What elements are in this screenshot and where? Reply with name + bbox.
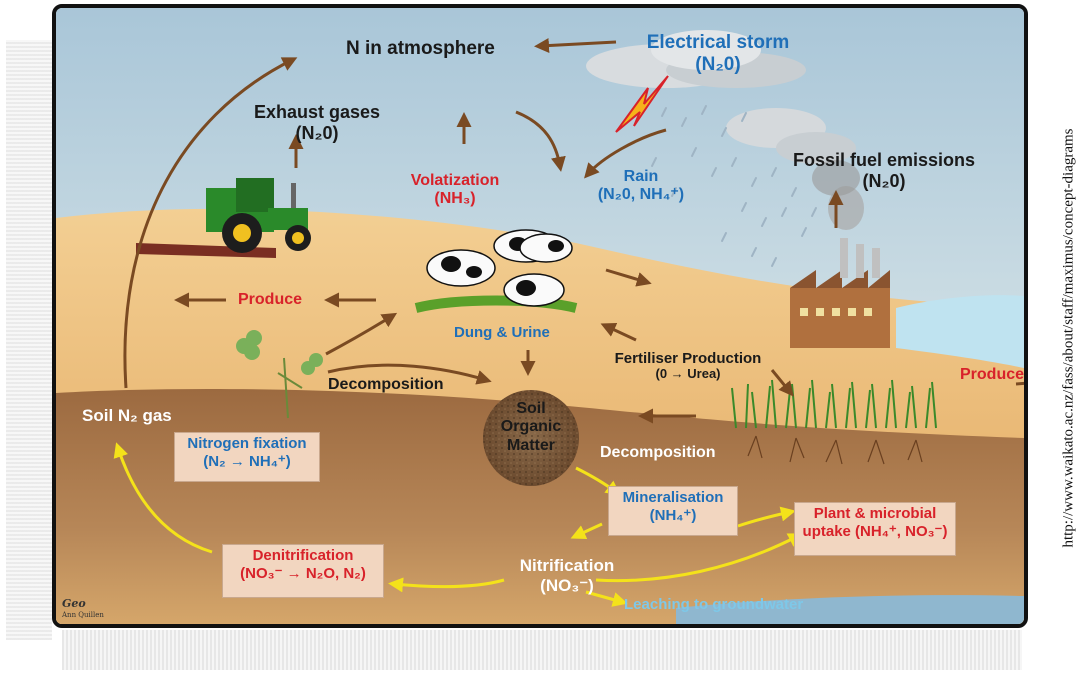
nitrogen-fixation-formula: (N₂ → NH₄⁺): [203, 453, 291, 470]
factory: [790, 160, 890, 348]
tractor: [136, 178, 311, 258]
nitrification-title: Nitrification: [519, 556, 615, 575]
label-exhaust-gases: Exhaust gases (N₂0): [252, 102, 382, 143]
rain-drops: [651, 105, 817, 267]
storm-clouds: [586, 30, 856, 164]
ocean: [896, 295, 1024, 368]
fertiliser-title: Fertiliser Production: [614, 350, 762, 367]
electrical-storm-title: Electrical storm: [646, 32, 790, 53]
soil-organic-matter-blob: [483, 390, 579, 486]
label-volatization: Volatization (NH₃): [400, 172, 510, 209]
crop-roots: [747, 435, 923, 465]
exhaust-gases-formula: (N₂0): [295, 122, 339, 143]
denitrification-formula: (NO₃⁻ → N₂O, N₂): [240, 565, 366, 582]
label-decomposition-left: Decomposition: [328, 376, 444, 393]
label-nitrification: Nitrification (NO₃⁻): [502, 556, 632, 595]
mineralisation-title: Mineralisation: [622, 489, 724, 506]
frame-shadow-bottom: [62, 630, 1022, 670]
frame-shadow-left: [6, 40, 52, 640]
cows: [414, 229, 578, 313]
label-leaching-to-groundwater: Leaching to groundwater: [624, 596, 804, 613]
credit-url-text: http://www.waikato.ac.nz/fass/about/staf…: [1060, 128, 1077, 548]
diagram-frame: N in atmosphere Electrical storm (N₂0) E…: [52, 4, 1028, 628]
signature-mark: Geo: [62, 597, 86, 610]
label-electrical-storm: Electrical storm (N₂0): [628, 32, 808, 76]
rain-title: Rain: [623, 168, 659, 185]
artist-signature: Geo Ann Quillen: [62, 597, 104, 619]
fertiliser-formula: (0 → Urea): [655, 366, 721, 382]
mineralisation-formula: (NH₄⁺): [649, 507, 697, 524]
lightning-bolt: [615, 75, 669, 133]
label-n-in-atmosphere: N in atmosphere: [346, 38, 495, 59]
nitrogen-cycle-scene: [56, 8, 1024, 624]
volatization-formula: (NH₃): [434, 190, 476, 208]
box-nitrogen-fixation: Nitrogen fixation (N₂ → NH₄⁺): [174, 432, 320, 482]
crop-field: [731, 379, 937, 429]
exhaust-gases-title: Exhaust gases: [253, 102, 381, 122]
fossil-fuel-title: Fossil fuel emissions: [792, 150, 976, 170]
label-dung-urine: Dung & Urine: [454, 324, 550, 341]
label-fossil-fuel-emissions: Fossil fuel emissions (N₂0): [784, 150, 984, 191]
label-rain: Rain (N₂0, NH₄⁺): [586, 168, 696, 205]
plant-uptake-formula: uptake (NH₄⁺, NO₃⁻): [802, 523, 948, 540]
signature-name: Ann Quillen: [62, 610, 104, 619]
nitrogen-fixation-title: Nitrogen fixation: [187, 435, 307, 452]
electrical-storm-formula: (N₂0): [695, 53, 741, 75]
brown-arrows: [123, 38, 1024, 424]
plant-uptake-title: Plant & microbial: [813, 505, 937, 522]
credit-url: http://www.waikato.ac.nz/fass/about/staf…: [1058, 8, 1080, 668]
groundwater: [676, 595, 1024, 624]
label-soil-n2-gas: Soil N₂ gas: [82, 406, 172, 425]
box-mineralisation: Mineralisation (NH₄⁺): [608, 486, 738, 536]
box-denitrification: Denitrification (NO₃⁻ → N₂O, N₂): [222, 544, 384, 598]
rain-formula: (N₂0, NH₄⁺): [597, 186, 685, 204]
label-decomposition-right: Decomposition: [600, 444, 716, 461]
fossil-fuel-formula: (N₂0): [862, 170, 906, 191]
denitrification-title: Denitrification: [252, 547, 354, 564]
label-produce-left: Produce: [238, 291, 303, 308]
label-soil-organic-matter: Soil Organic Matter: [500, 400, 562, 454]
label-fertiliser-production: Fertiliser Production (0 → Urea): [604, 350, 772, 382]
volatization-title: Volatization: [410, 172, 500, 189]
clover-plant: [236, 330, 323, 419]
nitrification-formula: (NO₃⁻): [540, 575, 594, 595]
label-produce-right: Produce: [960, 366, 1025, 383]
box-plant-microbial-uptake: Plant & microbial uptake (NH₄⁺, NO₃⁻): [794, 502, 956, 556]
